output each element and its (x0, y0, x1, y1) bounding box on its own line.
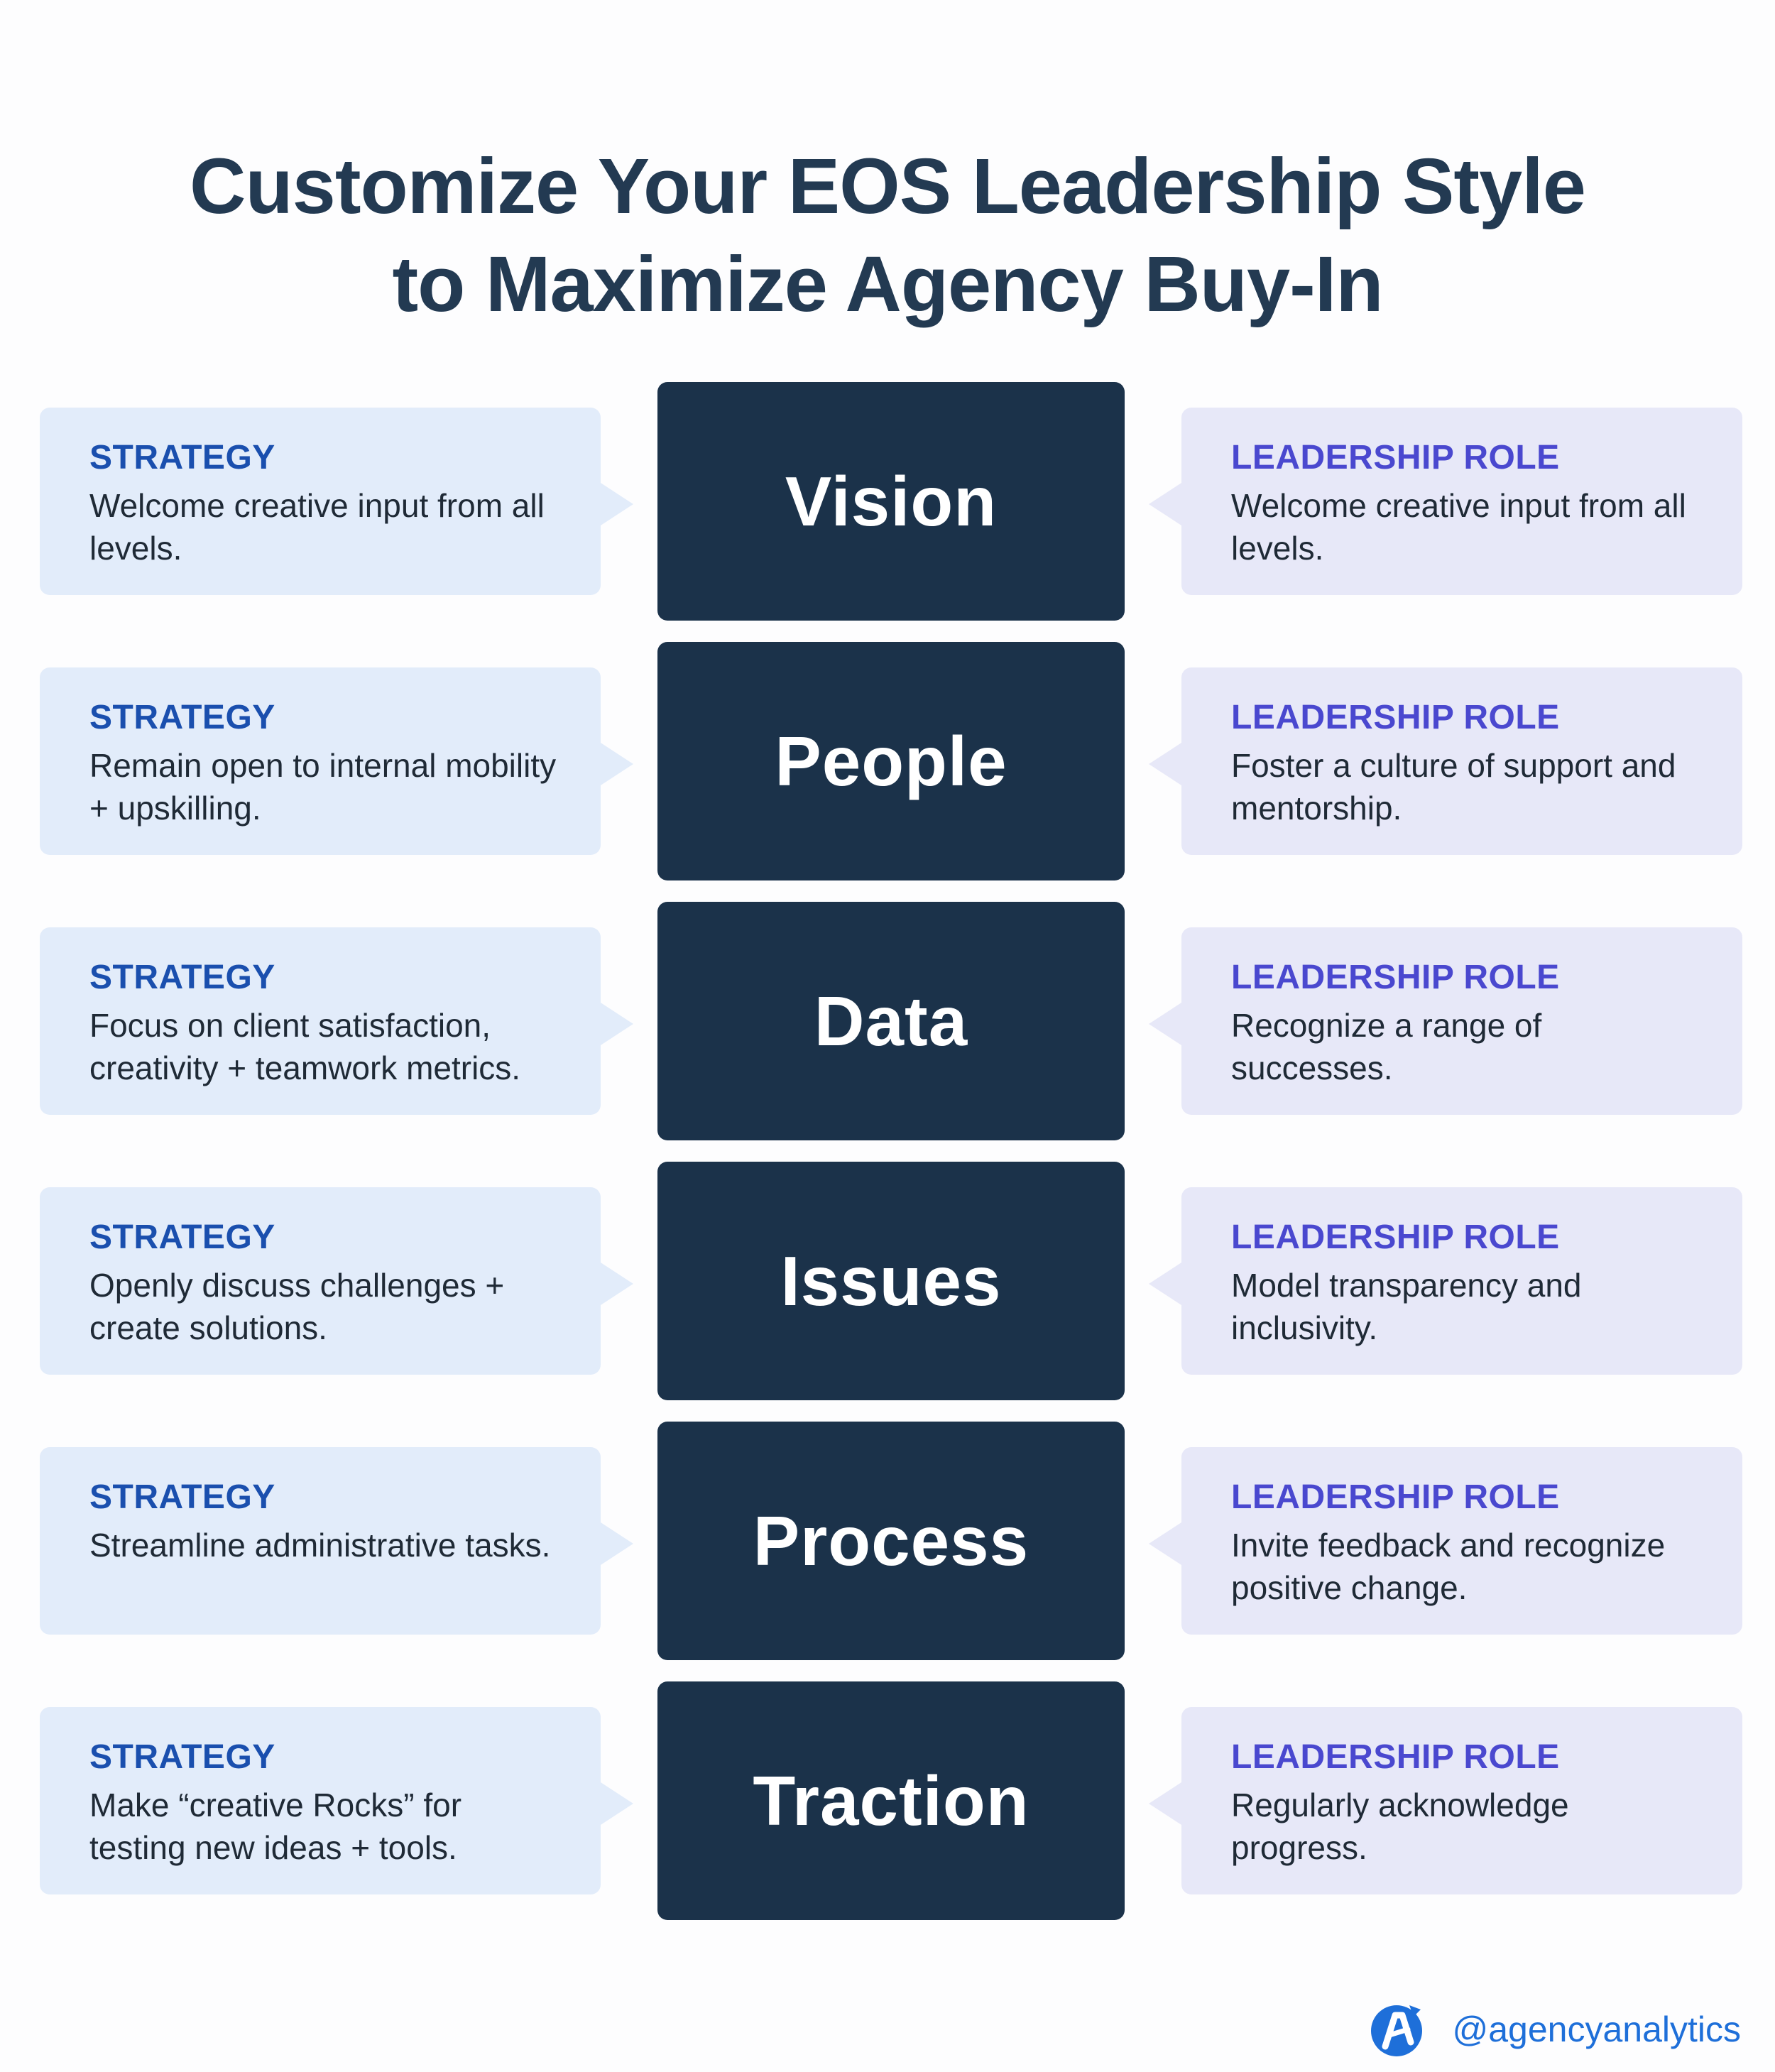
strategy-card: STRATEGY Focus on client satisfaction, c… (40, 927, 633, 1115)
leadership-role-text: Regularly acknowledge progress. (1231, 1787, 1569, 1866)
strategy-text: Welcome creative input from all levels. (89, 487, 545, 567)
pillar-label: Data (814, 981, 968, 1060)
strategy-label: STRATEGY (89, 959, 275, 996)
pillar-label: People (775, 721, 1007, 800)
agencyanalytics-logo-icon (1371, 2005, 1423, 2056)
pointer-arrow (601, 1003, 633, 1045)
eos-row-vision: STRATEGY Welcome creative input from all… (0, 382, 1775, 623)
pointer-arrow (1149, 1003, 1181, 1045)
leadership-role-label: LEADERSHIP ROLE (1231, 699, 1560, 736)
leadership-role-text: Foster a culture of support and mentorsh… (1231, 747, 1676, 827)
eos-row-data: STRATEGY Focus on client satisfaction, c… (0, 902, 1775, 1143)
leadership-role-text: Model transparency and inclusivity. (1231, 1267, 1582, 1346)
pillar-block: Process (657, 1422, 1125, 1660)
leadership-role-label: LEADERSHIP ROLE (1231, 1478, 1560, 1516)
pointer-arrow (601, 1522, 633, 1565)
strategy-label: STRATEGY (89, 1738, 275, 1776)
leadership-role-card: LEADERSHIP ROLE Foster a culture of supp… (1149, 667, 1742, 855)
leadership-role-text: Recognize a range of successes. (1231, 1007, 1542, 1086)
title-line-2: to Maximize Agency Buy-In (392, 240, 1383, 328)
strategy-text: Focus on client satisfaction, creativity… (89, 1007, 521, 1086)
pointer-arrow (601, 1263, 633, 1305)
leadership-role-card: LEADERSHIP ROLE Welcome creative input f… (1149, 408, 1742, 595)
title-line-1: Customize Your EOS Leadership Style (190, 142, 1586, 230)
strategy-label: STRATEGY (89, 1478, 275, 1516)
strategy-label: STRATEGY (89, 699, 275, 736)
pillar-label: Issues (780, 1241, 1002, 1320)
pointer-arrow (601, 483, 633, 525)
pointer-arrow (601, 1782, 633, 1825)
leadership-role-text: Invite feedback and recognize positive c… (1231, 1527, 1666, 1606)
leadership-role-label: LEADERSHIP ROLE (1231, 1218, 1560, 1256)
strategy-label: STRATEGY (89, 1218, 275, 1256)
leadership-role-label: LEADERSHIP ROLE (1231, 959, 1560, 996)
strategy-card: STRATEGY Openly discuss challenges + cre… (40, 1187, 633, 1375)
eos-row-process: STRATEGY Streamline administrative tasks… (0, 1422, 1775, 1663)
pillar-label: Process (753, 1501, 1030, 1580)
brand-footer: @agencyanalytics (1367, 1994, 1741, 2065)
eos-row-issues: STRATEGY Openly discuss challenges + cre… (0, 1162, 1775, 1403)
leadership-role-label: LEADERSHIP ROLE (1231, 439, 1560, 476)
eos-row-traction: STRATEGY Make “creative Rocks” for testi… (0, 1681, 1775, 1923)
strategy-card: STRATEGY Remain open to internal mobilit… (40, 667, 633, 855)
leadership-role-card: LEADERSHIP ROLE Regularly acknowledge pr… (1149, 1707, 1742, 1894)
page-title: Customize Your EOS Leadership Style to M… (0, 138, 1775, 334)
pillar-block: People (657, 642, 1125, 880)
strategy-label: STRATEGY (89, 439, 275, 476)
strategy-card: STRATEGY Streamline administrative tasks… (40, 1447, 633, 1635)
leadership-role-card: LEADERSHIP ROLE Model transparency and i… (1149, 1187, 1742, 1375)
pointer-arrow (1149, 743, 1181, 785)
pillar-block: Vision (657, 382, 1125, 621)
strategy-card: STRATEGY Make “creative Rocks” for testi… (40, 1707, 633, 1894)
strategy-text: Make “creative Rocks” for testing new id… (89, 1787, 462, 1866)
strategy-text: Openly discuss challenges + create solut… (89, 1267, 505, 1346)
pointer-arrow (1149, 1263, 1181, 1305)
pillar-label: Vision (785, 462, 998, 540)
pointer-arrow (1149, 1782, 1181, 1825)
eos-row-people: STRATEGY Remain open to internal mobilit… (0, 642, 1775, 883)
leadership-role-text: Welcome creative input from all levels. (1231, 487, 1686, 567)
leadership-role-label: LEADERSHIP ROLE (1231, 1738, 1560, 1776)
strategy-text: Remain open to internal mobility + upski… (89, 747, 557, 827)
leadership-role-card: LEADERSHIP ROLE Recognize a range of suc… (1149, 927, 1742, 1115)
leadership-role-card: LEADERSHIP ROLE Invite feedback and reco… (1149, 1447, 1742, 1635)
pointer-arrow (601, 743, 633, 785)
brand-handle[interactable]: @agencyanalytics (1452, 2010, 1741, 2049)
strategy-card: STRATEGY Welcome creative input from all… (40, 408, 633, 595)
pillar-block: Issues (657, 1162, 1125, 1400)
pillar-block: Data (657, 902, 1125, 1140)
pillar-block: Traction (657, 1681, 1125, 1920)
pointer-arrow (1149, 483, 1181, 525)
strategy-text: Streamline administrative tasks. (89, 1527, 551, 1564)
pointer-arrow (1149, 1522, 1181, 1565)
pillar-label: Traction (753, 1761, 1030, 1840)
